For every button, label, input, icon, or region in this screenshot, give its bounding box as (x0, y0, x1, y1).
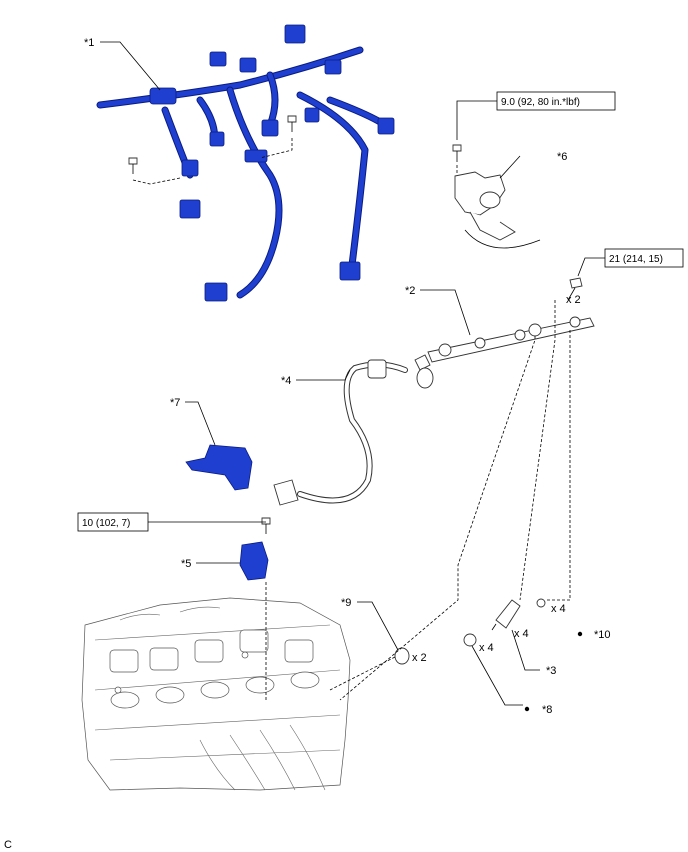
qty-spacer-9: x 2 (412, 652, 427, 664)
part-10-o-ring (536, 598, 546, 608)
figure-code: C (4, 839, 12, 851)
callout-6: *6 (557, 151, 567, 163)
part-6-valve (452, 144, 541, 249)
torque-value-5: 10 (102, 7) (82, 518, 130, 529)
callout-4: *4 (281, 375, 291, 387)
callout-1: *1 (84, 37, 94, 49)
part-5-vsv (239, 517, 271, 700)
engine-illustration (81, 597, 351, 791)
part-3-injector (491, 599, 521, 631)
engine-wire-harness (96, 24, 395, 302)
torque-spec-2: 21 (214, 15) (604, 248, 684, 268)
qty-bolt-2: x 2 (566, 294, 581, 306)
torque-spec-6: 9.0 (92, 80 in.*lbf) (496, 91, 616, 111)
torque-value-6: 9.0 (92, 80 in.*lbf) (501, 97, 580, 108)
callout-10: *10 (594, 629, 611, 641)
callout-8-dot (524, 706, 530, 712)
qty-insulator-8: x 4 (479, 642, 494, 654)
qty-o-ring-10: x 4 (551, 603, 566, 615)
torque-value-2: 21 (214, 15) (609, 254, 663, 265)
qty-injector-3: x 4 (514, 628, 529, 640)
callout-2: *2 (405, 285, 415, 297)
torque-spec-5: 10 (102, 7) (77, 512, 149, 532)
leader-lines (100, 41, 605, 706)
part-4-fuel-hose (273, 359, 408, 506)
part-2-fuel-delivery-pipe (414, 277, 595, 389)
callout-8: *8 (542, 704, 552, 716)
callout-10-dot (577, 631, 583, 637)
callout-3: *3 (546, 665, 556, 677)
part-9-spacer (394, 647, 410, 665)
part-7-cover (185, 444, 253, 491)
assembly-lines (329, 300, 571, 701)
callout-5: *5 (181, 558, 191, 570)
callout-7: *7 (170, 397, 180, 409)
part-8-insulator (463, 633, 477, 647)
callout-9: *9 (341, 597, 351, 609)
